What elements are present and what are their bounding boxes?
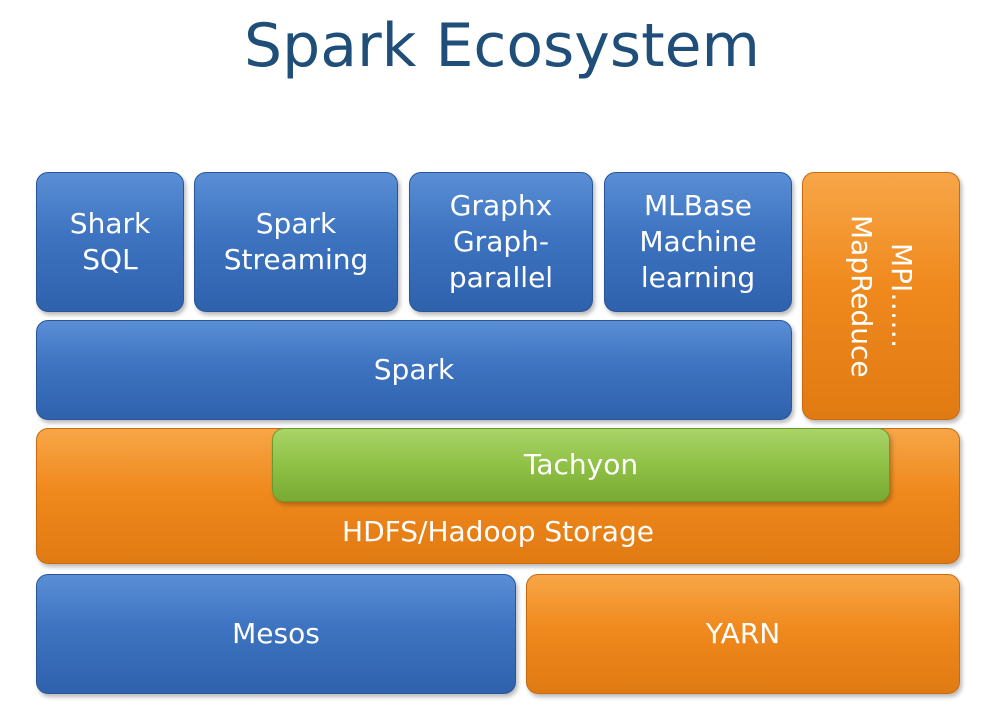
spark-streaming-block: Spark Streaming [194,172,398,312]
page-title: Spark Ecosystem [244,11,760,81]
spark-block: Spark [36,320,792,420]
shark-sql-block: Shark SQL [36,172,184,312]
graphx-block: Graphx Graph- parallel [409,172,593,312]
mlbase-block: MLBase Machine learning [604,172,792,312]
mpi-mapreduce-block: MPI…… MapReduce [802,172,960,420]
tachyon-block: Tachyon [272,428,890,502]
mesos-block: Mesos [36,574,516,694]
hdfs-storage-label: HDFS/Hadoop Storage [342,515,654,548]
yarn-block: YARN [526,574,960,694]
